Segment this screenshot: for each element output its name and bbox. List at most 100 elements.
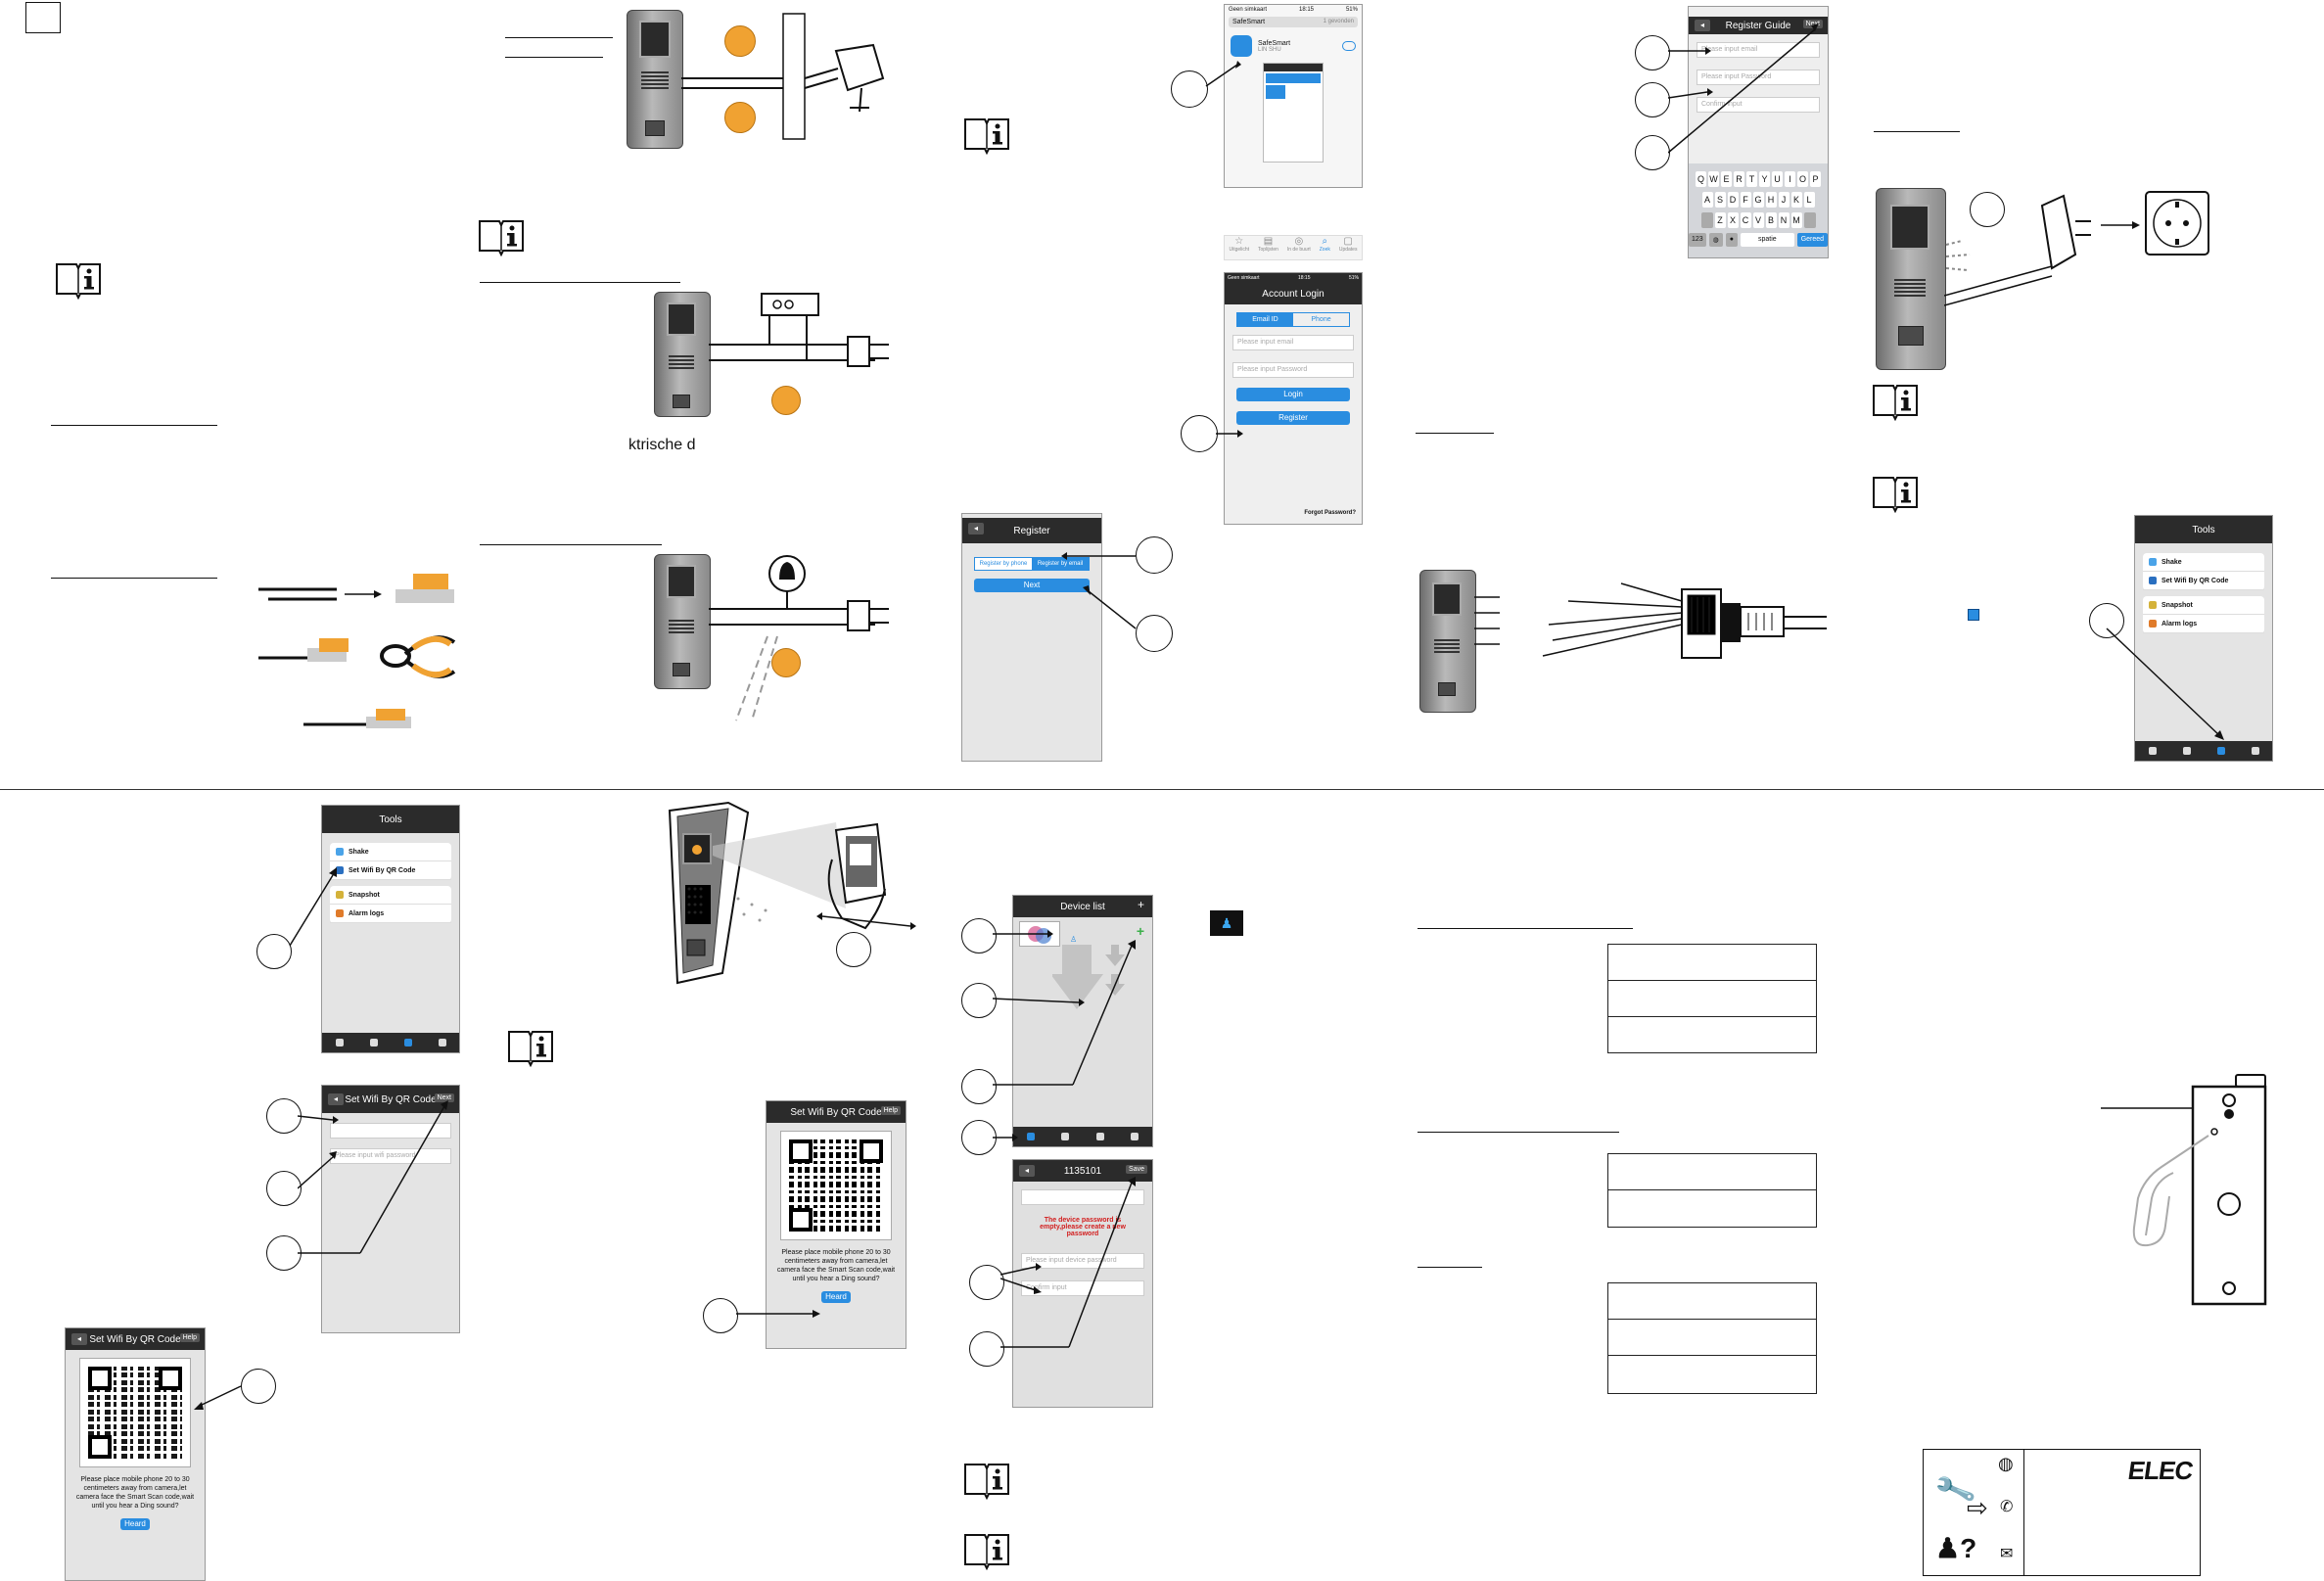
settings-tab-icon[interactable]	[1131, 1133, 1139, 1140]
keyboard-key-l[interactable]: L	[1803, 192, 1815, 208]
keyboard-key-c[interactable]: C	[1740, 212, 1751, 228]
keyboard-key-e[interactable]: E	[1721, 171, 1732, 187]
keyboard-key-b[interactable]: B	[1765, 212, 1777, 228]
keyboard-key-k[interactable]: K	[1790, 192, 1802, 208]
grid-tab-icon[interactable]	[1061, 1133, 1070, 1140]
register-guide-title: Register Guide	[1725, 20, 1791, 31]
device-name-input[interactable]	[1021, 1189, 1144, 1205]
help-button[interactable]: Help	[179, 1333, 200, 1342]
toolbox-tab-icon[interactable]	[1095, 1133, 1104, 1140]
next-button[interactable]: Next	[1802, 20, 1823, 28]
back-icon[interactable]: ◂	[968, 523, 984, 535]
grid-tab-icon[interactable]	[369, 1039, 378, 1046]
keyboard-key-t[interactable]: T	[1746, 171, 1757, 187]
settings-tab-icon[interactable]	[438, 1039, 446, 1046]
keyboard-key-d[interactable]: D	[1727, 192, 1739, 208]
wifi-password-input[interactable]: Please input wifi password	[330, 1148, 451, 1164]
keyboard-key-s[interactable]: S	[1714, 192, 1726, 208]
plus-icon[interactable]: +	[1136, 923, 1144, 939]
globe-icon: ◍	[1998, 1454, 2014, 1473]
register-by-email-tab[interactable]: Register by email	[1032, 558, 1089, 570]
store-tab-updates[interactable]: ▢Updates	[1338, 236, 1358, 253]
forgot-password-link[interactable]: Forgot Password?	[1304, 510, 1356, 516]
login-password-input[interactable]: Please input Password	[1232, 362, 1354, 378]
number-key[interactable]: 123	[1689, 233, 1706, 247]
keyboard-key-g[interactable]: G	[1752, 192, 1764, 208]
keyboard-key-a[interactable]: A	[1701, 192, 1713, 208]
snapshot-icon	[2149, 601, 2157, 609]
wifi-ssid-input[interactable]	[330, 1123, 451, 1139]
keyboard-key-j[interactable]: J	[1778, 192, 1789, 208]
grid-tab-icon[interactable]	[2182, 747, 2191, 755]
keyboard-key-x[interactable]: X	[1727, 212, 1739, 228]
battery-text: 51%	[1345, 7, 1358, 13]
settings-tab-icon[interactable]	[2251, 747, 2259, 755]
register-button[interactable]: Register	[1236, 411, 1350, 425]
done-key[interactable]: Gereed	[1796, 233, 1828, 247]
tools-alarm-logs-item[interactable]: Alarm logs	[2143, 615, 2264, 633]
keyboard-key-f[interactable]: F	[1740, 192, 1751, 208]
toolbox-tab-icon[interactable]	[403, 1039, 412, 1046]
keyboard-key-o[interactable]: O	[1797, 171, 1808, 187]
keyboard-key-m[interactable]: M	[1790, 212, 1802, 228]
back-icon[interactable]: ◂	[71, 1333, 87, 1345]
tools-snapshot-item[interactable]: Snapshot	[330, 886, 451, 905]
save-button[interactable]: Save	[1126, 1165, 1147, 1174]
next-button[interactable]: Next	[434, 1093, 454, 1102]
contacts-tab-icon[interactable]	[2148, 747, 2157, 755]
device-password-input[interactable]: Please input device password	[1021, 1253, 1144, 1269]
tools-shake-item[interactable]: Shake	[330, 843, 451, 861]
contacts-tab-icon[interactable]	[1026, 1133, 1035, 1140]
store-search-input[interactable]: SafeSmart 1 gevonden	[1229, 17, 1358, 27]
add-device-button[interactable]: +	[1137, 898, 1144, 911]
store-tab-nearby[interactable]: ◎In de buurt	[1286, 236, 1311, 253]
globe-icon[interactable]: ◍	[1708, 233, 1723, 247]
tools-snapshot-item[interactable]: Snapshot	[2143, 596, 2264, 615]
login-email-input[interactable]: Please input email	[1232, 335, 1354, 350]
keyboard-key-u[interactable]: U	[1772, 171, 1783, 187]
shift-key[interactable]	[1700, 212, 1713, 228]
microphone-icon[interactable]: ●	[1725, 233, 1738, 247]
back-icon[interactable]: ◂	[1019, 1165, 1035, 1177]
tools-shake-item[interactable]: Shake	[2143, 553, 2264, 572]
register-next-button[interactable]: Next	[974, 579, 1090, 592]
store-tab-featured[interactable]: ☆Uitgelicht	[1229, 236, 1250, 253]
keyboard-key-w[interactable]: W	[1708, 171, 1719, 187]
device-confirm-input[interactable]: Confirm input	[1021, 1280, 1144, 1296]
keyboard-key-p[interactable]: P	[1810, 171, 1821, 187]
keyboard-key-v[interactable]: V	[1752, 212, 1764, 228]
store-tab-search[interactable]: ⌕Zoek	[1319, 236, 1330, 253]
heading-underline	[1418, 1267, 1482, 1268]
keyboard-key-h[interactable]: H	[1765, 192, 1777, 208]
keyboard-key-i[interactable]: I	[1785, 171, 1795, 187]
tools-set-wifi-item[interactable]: Set Wifi By QR Code	[330, 861, 451, 880]
keyboard-key-r[interactable]: R	[1734, 171, 1744, 187]
keyboard-key-n[interactable]: N	[1778, 212, 1789, 228]
callout-arrow	[1205, 61, 1241, 87]
register-by-phone-tab[interactable]: Register by phone	[975, 558, 1032, 570]
contacts-tab-icon[interactable]	[335, 1039, 344, 1046]
back-icon[interactable]: ◂	[328, 1093, 344, 1105]
keyboard-key-y[interactable]: Y	[1759, 171, 1770, 187]
tab-phone[interactable]: Phone	[1311, 316, 1331, 323]
search-results-count: 1 gevonden	[1323, 19, 1354, 24]
heard-button[interactable]: Heard	[821, 1291, 851, 1303]
cloud-download-icon[interactable]	[1342, 41, 1356, 51]
email-input[interactable]: Please input email	[1697, 42, 1820, 58]
store-tab-charts[interactable]: ▤Toplijsten	[1258, 236, 1278, 253]
backspace-key[interactable]	[1803, 212, 1816, 228]
back-icon[interactable]: ◂	[1695, 20, 1710, 31]
tools-alarm-logs-item[interactable]: Alarm logs	[330, 905, 451, 923]
tools-set-wifi-item[interactable]: Set Wifi By QR Code	[2143, 572, 2264, 590]
confirm-password-input[interactable]: Confirm input	[1697, 97, 1820, 113]
toolbox-tab-icon[interactable]	[2216, 747, 2225, 755]
keyboard-key-q[interactable]: Q	[1696, 171, 1706, 187]
keyboard-key-z[interactable]: Z	[1714, 212, 1726, 228]
tab-email-id[interactable]: Email ID	[1237, 313, 1293, 326]
space-key[interactable]: spatie	[1741, 233, 1794, 247]
heard-button[interactable]: Heard	[120, 1518, 150, 1530]
app-icon[interactable]	[1231, 35, 1252, 57]
help-button[interactable]: Help	[880, 1106, 901, 1115]
login-button[interactable]: Login	[1236, 388, 1350, 401]
